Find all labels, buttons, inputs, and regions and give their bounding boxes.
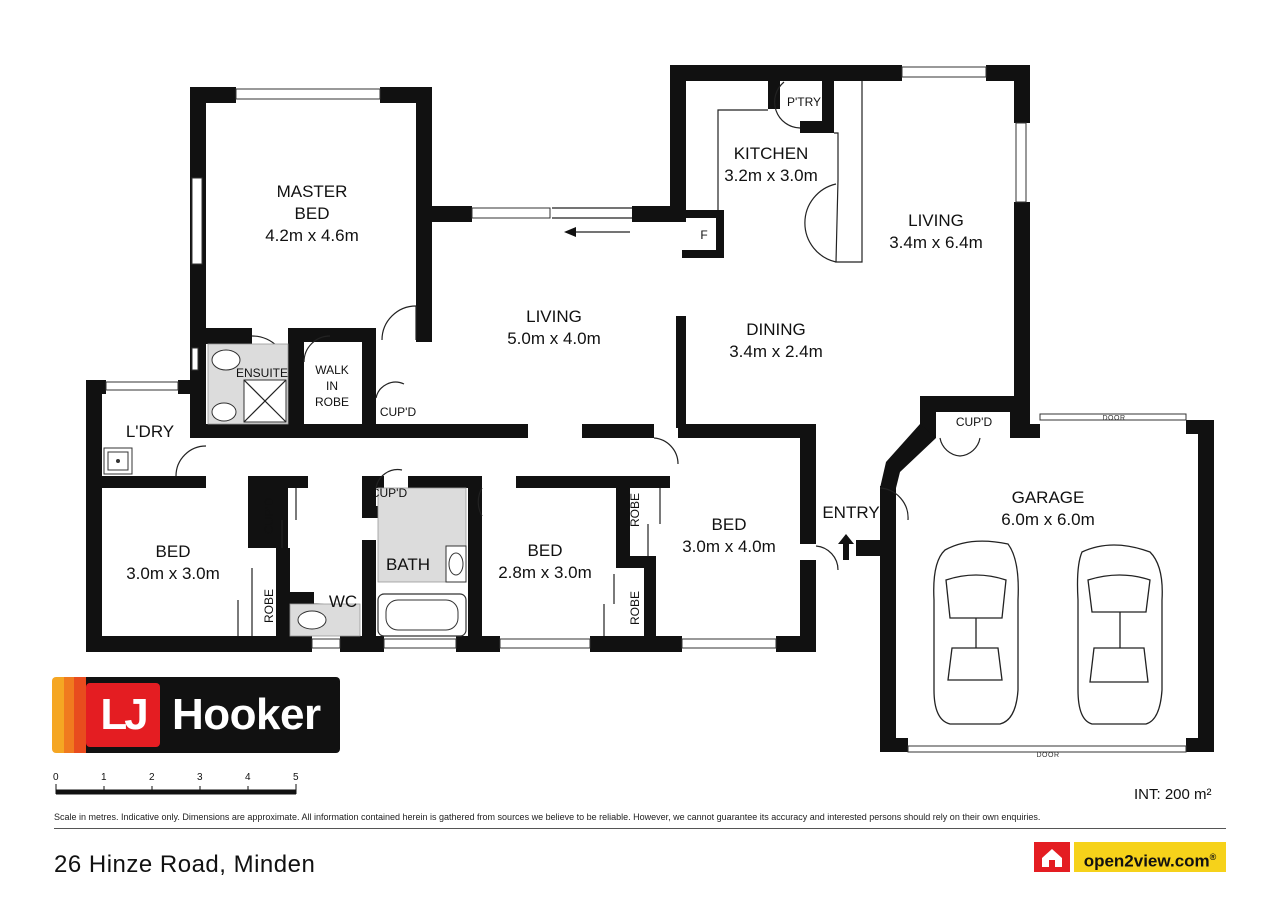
cupd-garage-label: CUP'D: [956, 415, 993, 429]
laundry-label: L'DRY: [126, 422, 174, 441]
open2view-text: open2view.com®: [1074, 842, 1226, 872]
living-center-name: LIVING: [526, 307, 582, 326]
robe-mid-top-label: ROBE: [628, 493, 642, 527]
bed-middle-size: 2.8m x 3.0m: [498, 563, 592, 582]
robe-mid-bottom-label: ROBE: [628, 591, 642, 625]
garage-door-top-label: DOOR: [1103, 415, 1126, 422]
bed-right-name: BED: [712, 515, 747, 534]
cupd-vertical-label: CUP'D: [262, 498, 276, 535]
living-right-size: 3.4m x 6.4m: [889, 233, 983, 252]
car-left-icon: [933, 540, 1019, 725]
bath-label: BATH: [386, 555, 430, 574]
wc-label: WC: [329, 592, 357, 611]
lj-hooker-logo: LJ Hooker: [52, 677, 340, 753]
kitchen-name: KITCHEN: [734, 144, 809, 163]
scale-tick-0: 0: [53, 772, 59, 783]
internal-area: INT: 200 m²: [1134, 786, 1212, 803]
bed-middle-name: BED: [528, 541, 563, 560]
logo-stripe-1: [52, 677, 66, 753]
bed-left-name: BED: [156, 542, 191, 561]
cupd-bath-label: CUP'D: [371, 486, 408, 500]
walk-in-robe-1: WALK: [315, 363, 349, 377]
garage-name: GARAGE: [1012, 488, 1085, 507]
kitchen-size: 3.2m x 3.0m: [724, 166, 818, 185]
garage-door-bottom-label: DOOR: [1037, 752, 1060, 759]
open2view-registered-mark: ®: [1209, 852, 1217, 862]
windows: [105, 66, 1187, 753]
property-address: 26 Hinze Road, Minden: [54, 851, 316, 878]
open2view-logo: open2view.com®: [1034, 842, 1226, 872]
fixtures: [103, 81, 981, 637]
bed-right-size: 3.0m x 4.0m: [682, 537, 776, 556]
ensuite-label: ENSUITE: [236, 366, 288, 380]
pantry-label: P'TRY: [787, 95, 821, 109]
scale-tick-3: 3: [197, 772, 203, 783]
scale-tick-2: 2: [149, 772, 155, 783]
living-center-size: 5.0m x 4.0m: [507, 329, 601, 348]
car-right-icon: [1076, 544, 1163, 725]
walls: [86, 65, 1214, 752]
master-bed-name-2: BED: [295, 204, 330, 223]
master-bed-name-1: MASTER: [277, 182, 348, 201]
logo-stripe-2: [64, 677, 76, 753]
cupd-hall-label: CUP'D: [380, 405, 417, 419]
house-icon: [1034, 842, 1070, 872]
fridge-label: F: [700, 228, 707, 242]
room-labels: MASTER BED 4.2m x 4.6m KITCHEN 3.2m x 3.…: [126, 95, 1126, 759]
walk-in-robe-3: ROBE: [315, 395, 349, 409]
dining-name: DINING: [746, 320, 806, 339]
garage-size: 6.0m x 6.0m: [1001, 510, 1095, 529]
scale-tick-4: 4: [245, 772, 251, 783]
master-bed-size: 4.2m x 4.6m: [265, 226, 359, 245]
living-right-name: LIVING: [908, 211, 964, 230]
scale-tick-1: 1: [101, 772, 107, 783]
bed-left-size: 3.0m x 3.0m: [126, 564, 220, 583]
robe-left-label: ROBE: [262, 589, 276, 623]
walk-in-robe-2: IN: [326, 379, 338, 393]
scale-bar: 0 1 2 3 4 5: [53, 772, 299, 795]
logo-stripe-3: [74, 677, 88, 753]
open2view-name: open2view.com: [1083, 851, 1210, 871]
logo-brand-name: Hooker: [172, 690, 321, 739]
scale-tick-5: 5: [293, 772, 299, 783]
divider: [54, 828, 1226, 829]
entry-label: ENTRY: [822, 503, 879, 522]
dining-size: 3.4m x 2.4m: [729, 342, 823, 361]
logo-lj-mark: LJ: [86, 683, 160, 747]
disclaimer: Scale in metres. Indicative only. Dimens…: [54, 812, 1041, 822]
